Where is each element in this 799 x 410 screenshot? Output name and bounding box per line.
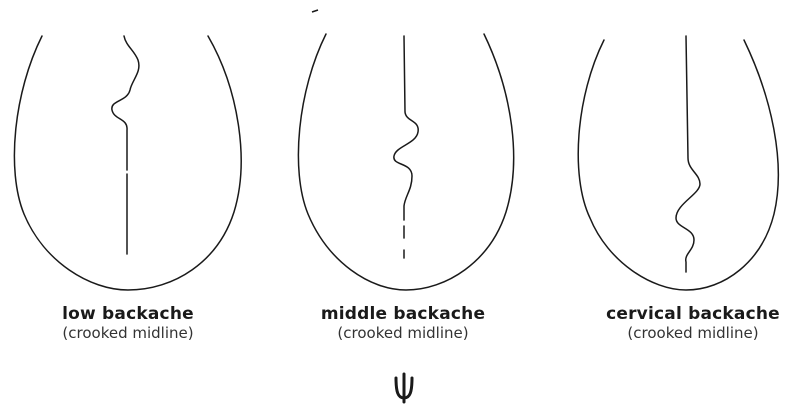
stray-mark	[312, 10, 318, 12]
caption-cervical-backache: cervical backache (crooked midline)	[573, 305, 799, 341]
panel-subtitle: (crooked midline)	[573, 325, 799, 342]
panel-middle-backache	[298, 34, 513, 290]
head-outline-middle	[298, 34, 513, 290]
panel-subtitle: (crooked midline)	[283, 325, 523, 342]
ornament-icon	[396, 374, 412, 402]
midline-low	[112, 36, 139, 254]
midline-middle	[394, 36, 418, 258]
panel-low-backache	[14, 36, 241, 290]
midline-cervical	[676, 36, 700, 272]
panel-title: middle backache	[283, 305, 523, 324]
panel-title: low backache	[8, 305, 248, 324]
caption-middle-backache: middle backache (crooked midline)	[283, 305, 523, 341]
panel-subtitle: (crooked midline)	[8, 325, 248, 342]
panel-title: cervical backache	[573, 305, 799, 324]
caption-low-backache: low backache (crooked midline)	[8, 305, 248, 341]
head-outline-cervical	[578, 40, 778, 290]
panel-cervical-backache	[578, 36, 778, 290]
